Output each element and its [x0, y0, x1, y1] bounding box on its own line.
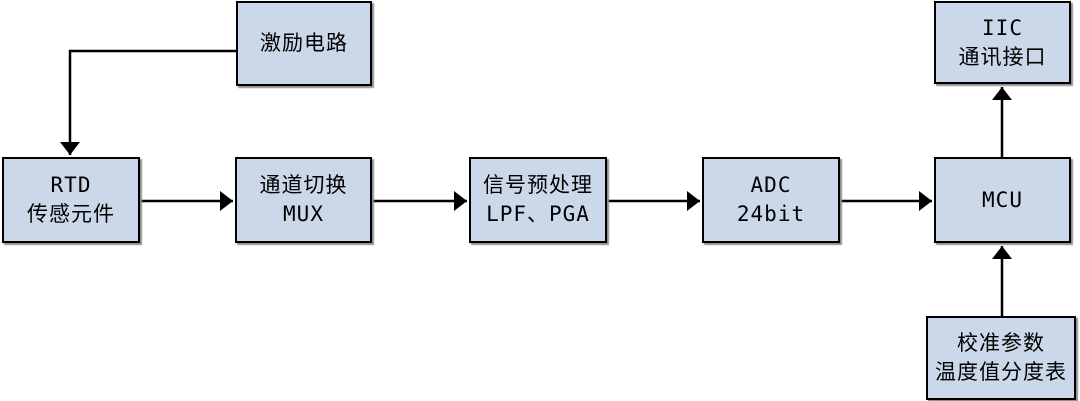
node-label: 信号预处理	[483, 173, 593, 197]
arrow-excitation-to-rtd	[60, 49, 236, 155]
node-channel-mux: 通道切换 MUX	[235, 157, 372, 243]
node-label: LPF、PGA	[486, 202, 590, 226]
node-label: 传感元件	[27, 202, 115, 226]
node-label: MUX	[283, 202, 324, 226]
node-label: 激励电路	[260, 31, 348, 55]
node-label: 通道切换	[259, 173, 348, 197]
node-label: ADC	[750, 173, 792, 197]
node-label: IIC	[982, 15, 1023, 40]
node-label: 温度值分度表	[935, 360, 1067, 384]
node-signal-preprocessing: 信号预处理 LPF、PGA	[469, 157, 607, 243]
node-iic-interface: IIC 通讯接口	[934, 1, 1071, 84]
node-label: 24bit	[736, 202, 806, 226]
node-adc-24bit: ADC 24bit	[702, 157, 840, 243]
node-label: 校准参数	[957, 331, 1045, 355]
node-label: RTD	[50, 173, 92, 197]
node-excitation-circuit: 激励电路	[236, 1, 372, 86]
node-label: 通讯接口	[958, 44, 1047, 69]
node-label: MCU	[982, 187, 1023, 212]
node-rtd-sensor: RTD 传感元件	[2, 157, 140, 243]
node-calibration-table: 校准参数 温度值分度表	[926, 316, 1076, 400]
node-mcu: MCU	[934, 157, 1071, 243]
